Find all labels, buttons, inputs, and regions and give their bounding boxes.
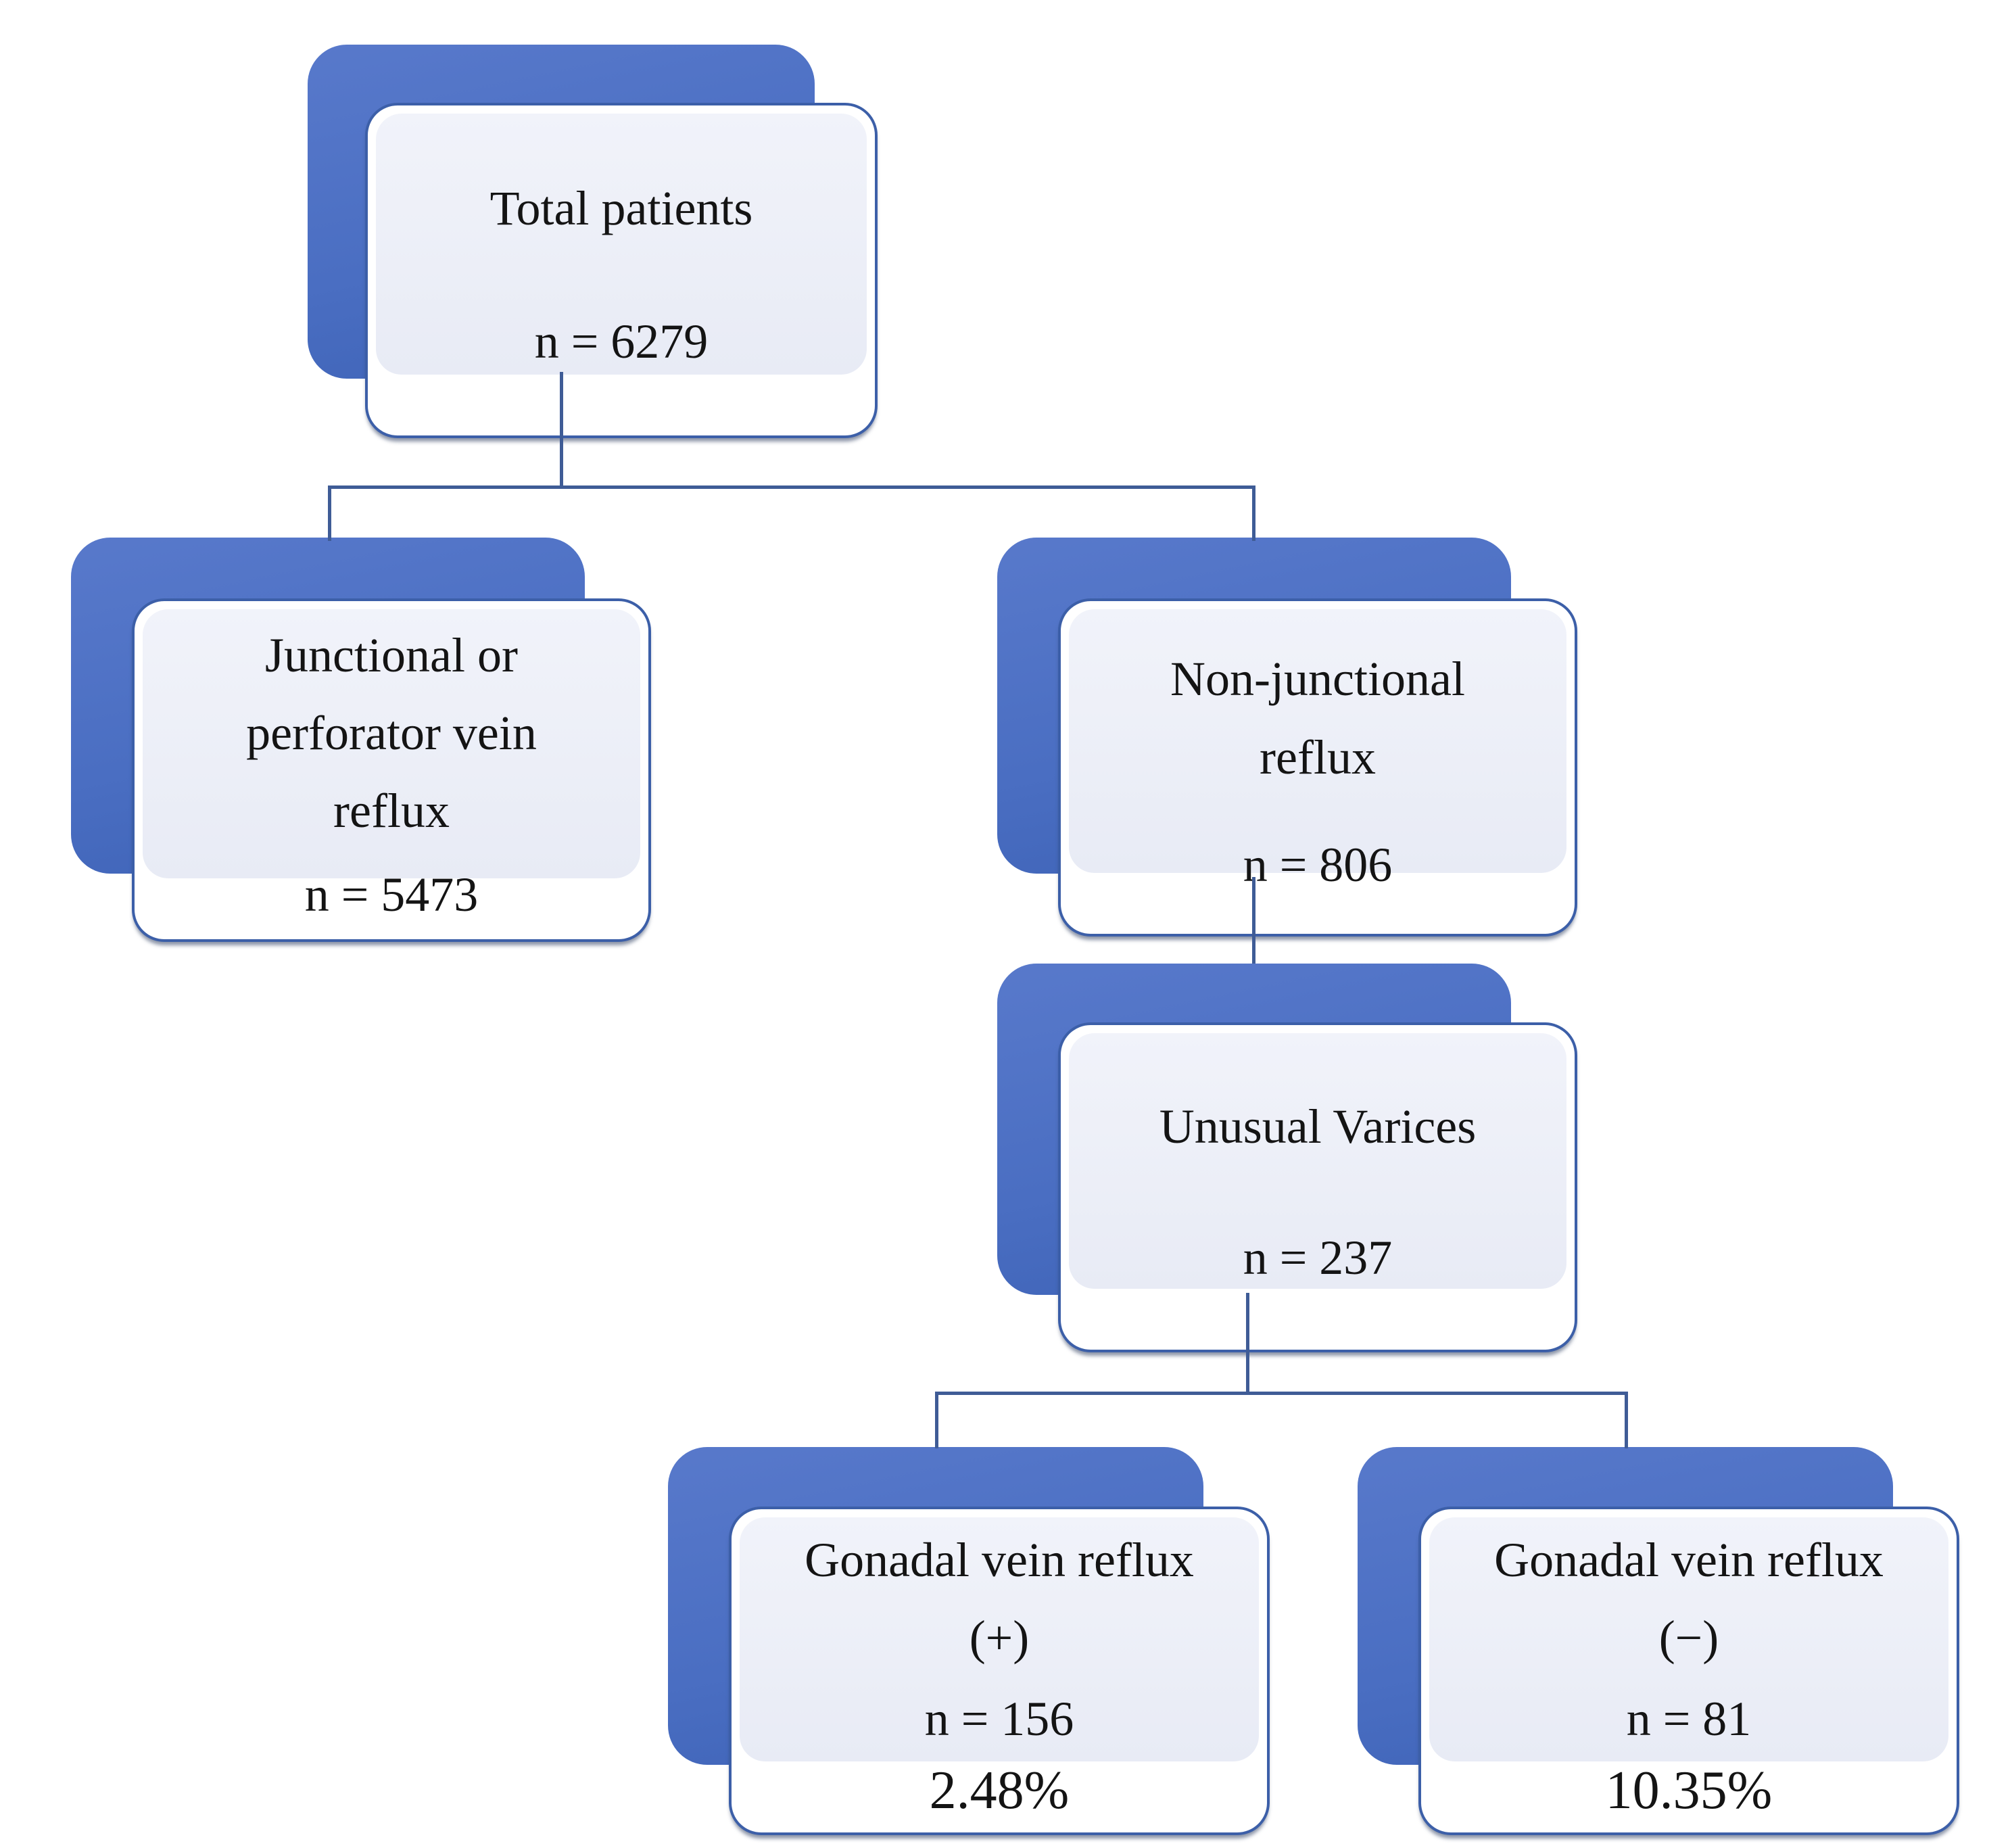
- node-title: Junctional or perforator vein reflux: [246, 627, 537, 838]
- node-panel: [740, 1517, 1259, 1761]
- node-count: n = 81: [1626, 1691, 1752, 1746]
- node-panel: [1069, 609, 1566, 873]
- node-card: Junctional or perforator vein reflux n =…: [132, 598, 651, 942]
- node-card: Unusual Varices n = 237: [1058, 1022, 1577, 1352]
- connector-level3-horizontal: [935, 1392, 1628, 1395]
- connector-junctional-drop: [328, 489, 331, 541]
- node-count: n = 5473: [304, 867, 479, 922]
- connector-nonjunctional-to-unusual: [1252, 877, 1255, 964]
- node-title: Gonadal vein reflux (−): [1494, 1533, 1884, 1665]
- node-card: Gonadal vein reflux (+) n = 156 2.48%: [729, 1507, 1270, 1835]
- node-count: n = 237: [1243, 1230, 1393, 1285]
- node-title: Unusual Varices: [1159, 1099, 1477, 1154]
- connector-level1-horizontal: [328, 485, 1255, 489]
- connector-gonadal-pos-drop: [935, 1395, 938, 1448]
- node-card: Non-junctional reflux n = 806: [1058, 598, 1577, 937]
- connector-gonadal-neg-drop: [1625, 1395, 1628, 1448]
- node-panel: [1429, 1517, 1948, 1761]
- node-title: Non-junctional reflux: [1170, 652, 1465, 784]
- node-text: Gonadal vein reflux (+) n = 156 2.48%: [732, 1509, 1267, 1832]
- node-title: Total patients: [489, 181, 753, 236]
- connector-nonjunctional-drop: [1252, 489, 1255, 541]
- node-text: Total patients n = 6279: [368, 105, 875, 435]
- node-text: Non-junctional reflux n = 806: [1061, 601, 1575, 934]
- node-panel: [143, 609, 640, 878]
- node-panel: [376, 114, 867, 375]
- node-percent: 2.48%: [929, 1760, 1070, 1820]
- connector-total-stem: [560, 372, 563, 487]
- node-panel: [1069, 1033, 1566, 1289]
- node-text: Junctional or perforator vein reflux n =…: [135, 601, 648, 939]
- node-text: Unusual Varices n = 237: [1061, 1025, 1575, 1350]
- connector-unusual-stem: [1246, 1293, 1249, 1393]
- node-text: Gonadal vein reflux (−) n = 81 10.35%: [1421, 1509, 1957, 1832]
- node-title: Gonadal vein reflux (+): [805, 1533, 1194, 1665]
- node-count: n = 156: [924, 1691, 1074, 1746]
- node-card: Gonadal vein reflux (−) n = 81 10.35%: [1418, 1507, 1959, 1835]
- node-count: n = 806: [1243, 838, 1393, 893]
- node-card: Total patients n = 6279: [365, 103, 878, 438]
- node-count: n = 6279: [534, 314, 709, 369]
- node-percent: 10.35%: [1605, 1760, 1773, 1820]
